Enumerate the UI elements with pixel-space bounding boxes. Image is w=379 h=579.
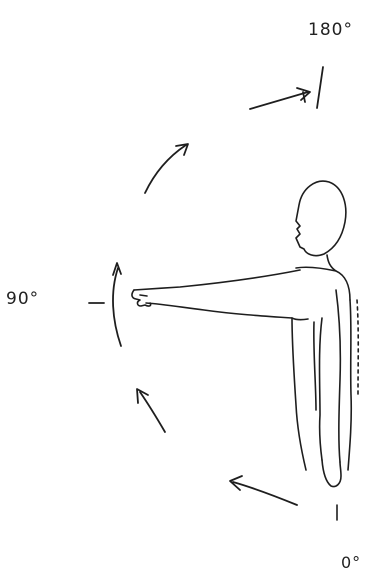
hand-outline bbox=[131, 289, 152, 307]
shoulder-line bbox=[295, 266, 351, 301]
hanging-hand bbox=[321, 459, 342, 488]
marker-90-arrowhead bbox=[112, 262, 122, 276]
hanging-arm-front bbox=[318, 317, 323, 461]
neck-outline bbox=[326, 254, 337, 272]
arrow-shaft-arc-lower bbox=[139, 391, 166, 433]
arm-lower-edge bbox=[145, 302, 293, 319]
torso-front bbox=[291, 317, 307, 471]
human-figure bbox=[131, 180, 360, 521]
marker-90-arc bbox=[112, 267, 122, 347]
arrow-head-bottom bbox=[229, 475, 243, 491]
angle-label-90: 90° bbox=[6, 289, 40, 309]
hanging-arm-back bbox=[335, 289, 342, 463]
arrow-shaft-upper bbox=[249, 91, 309, 110]
angle-label-180: 180° bbox=[308, 20, 353, 40]
motion-arcs bbox=[88, 66, 324, 506]
hand-finger bbox=[139, 294, 148, 297]
back-contour bbox=[356, 299, 360, 396]
arrow-head-arc-lower bbox=[136, 388, 149, 404]
head-outline bbox=[295, 180, 347, 257]
angle-label-0: 0° bbox=[341, 553, 362, 572]
arrow-shaft-bottom bbox=[232, 481, 298, 506]
arrow-mark-upper bbox=[302, 91, 306, 103]
underarm-mark bbox=[291, 317, 309, 321]
arrow-shaft-arc-upper bbox=[144, 144, 187, 194]
marker-180 bbox=[316, 66, 324, 109]
torso-mid bbox=[313, 321, 317, 411]
arrow-head-arc-upper bbox=[175, 143, 189, 156]
torso-back bbox=[347, 299, 353, 471]
arm-upper-edge bbox=[133, 269, 301, 291]
